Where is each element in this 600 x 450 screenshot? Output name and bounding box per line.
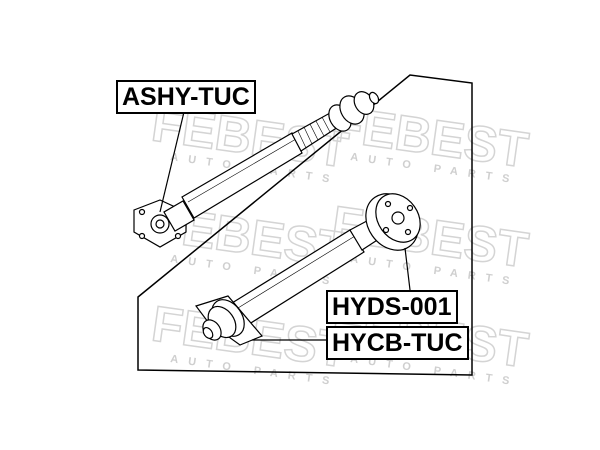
- part-label-hyds-001: HYDS-001: [326, 290, 458, 324]
- upper-shaft-tube: [181, 132, 303, 219]
- part-label-ashy-tuc: ASHY-TUC: [116, 80, 256, 114]
- upper-front-stub: [368, 91, 380, 105]
- upper-driveshaft: [133, 91, 380, 248]
- leader-ashy: [159, 111, 185, 213]
- part-label-hycb-tuc: HYCB-TUC: [326, 326, 469, 360]
- lower-driveshaft: [195, 193, 421, 346]
